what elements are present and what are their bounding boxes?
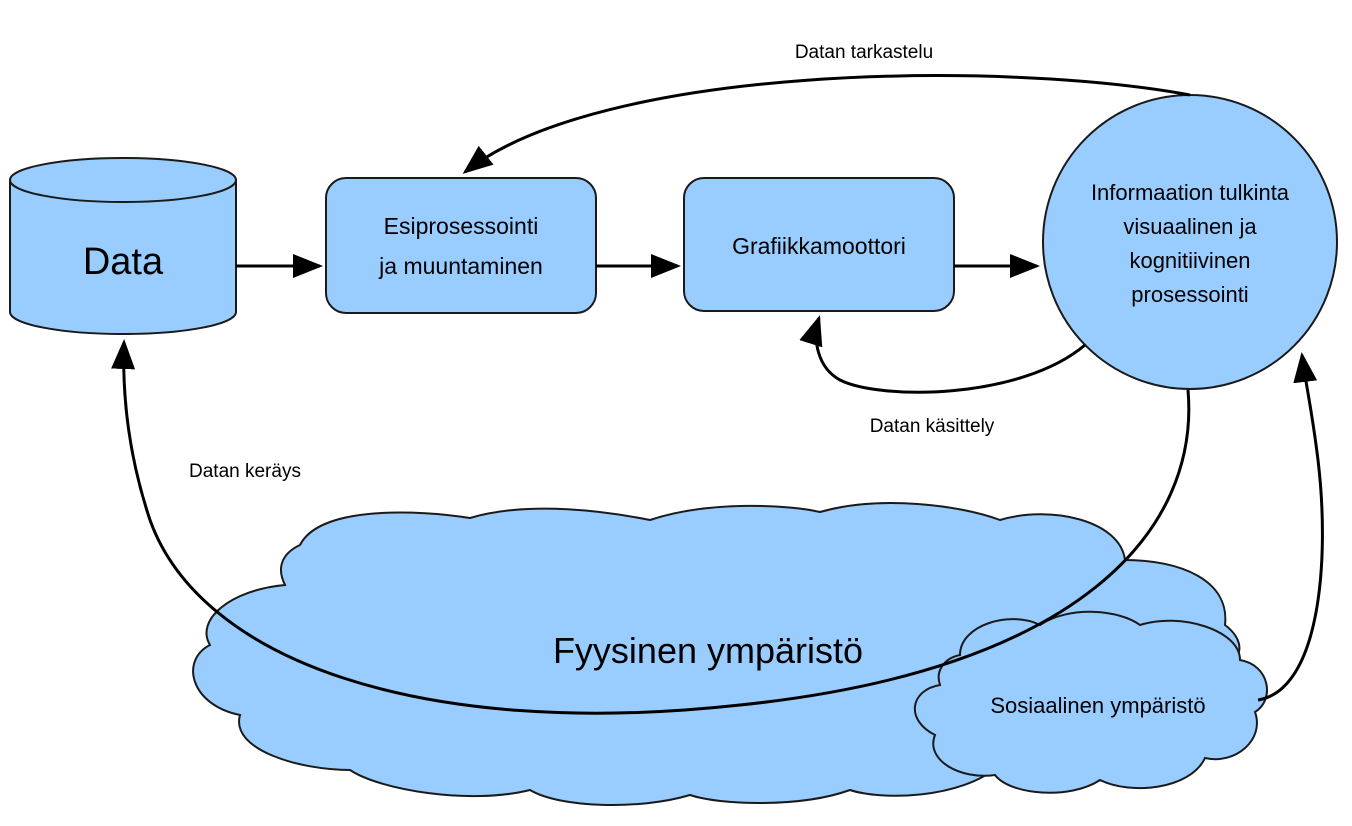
data-label: Data [83, 241, 164, 283]
graphics-engine-label: Grafiikkamoottori [732, 233, 906, 259]
arrow-processing [799, 315, 1086, 394]
processing-edge-label: Datan käsittely [870, 416, 995, 437]
preprocessing-label-line-2: ja muuntaminen [378, 253, 543, 279]
graphics-engine-box [683, 177, 955, 312]
arrow-review [462, 74, 1191, 174]
social-environment-cloud [914, 610, 1268, 794]
review-edge-label: Datan tarkastelu [795, 42, 933, 63]
interpretation-label-line-1: Informaation tulkinta [1091, 180, 1290, 205]
arrow-collection [111, 339, 1191, 715]
social-environment-label: Sosiaalinen ympäristö [990, 693, 1205, 718]
preprocessing-box [325, 177, 597, 314]
interpretation-circle [1042, 94, 1338, 390]
collection-edge-label: Datan keräys [189, 461, 301, 482]
arrow-social-to-interpretation [1257, 352, 1324, 702]
interpretation-label-line-4: prosessointi [1131, 282, 1248, 307]
interpretation-label-line-2: visuaalinen ja [1123, 214, 1257, 239]
physical-environment-label: Fyysinen ympäristö [553, 630, 863, 671]
interpretation-label-line-3: kognitiivinen [1129, 248, 1250, 273]
preprocessing-label-line-1: Esiprosessointi [384, 213, 539, 239]
data-cylinder [9, 157, 237, 335]
